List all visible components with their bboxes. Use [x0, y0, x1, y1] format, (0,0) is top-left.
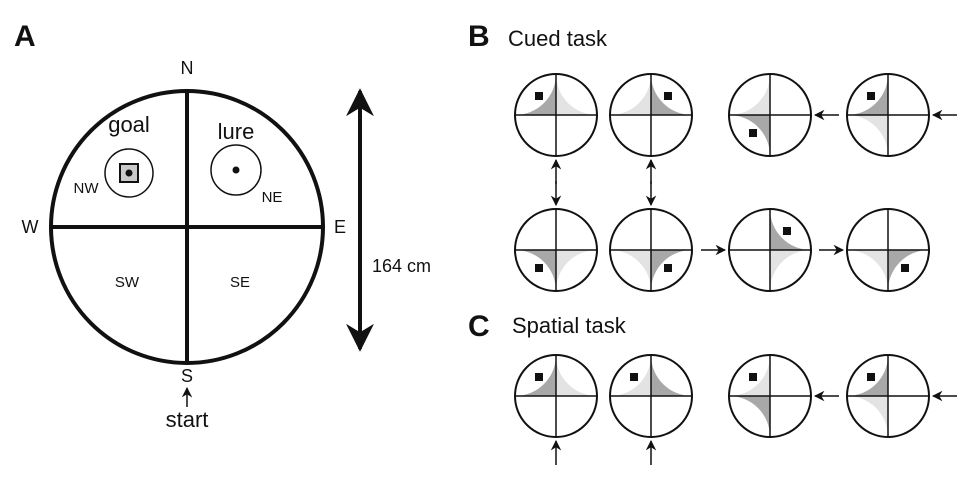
spatial-dial-outline [514, 354, 598, 438]
cued-dial-outline [609, 208, 693, 292]
cued-dial [701, 208, 812, 292]
panel-c-label: C [468, 310, 490, 343]
spatial-dial-outline [846, 354, 930, 438]
cued-light-quadrant [610, 250, 651, 291]
spatial-dial [846, 354, 957, 438]
panel-c-title: Spatial task [512, 313, 627, 338]
cued-dial-outline [728, 208, 812, 292]
cued-dark-quadrant [847, 74, 888, 115]
spatial-light-quadrant [729, 355, 770, 396]
cued-dial [609, 181, 693, 292]
spatial-platform-marker [749, 373, 757, 381]
cued-dial [728, 73, 839, 157]
spatial-dark-quadrant [729, 396, 770, 437]
quadrant-label-ne: NE [262, 189, 283, 206]
cued-dial-outline [514, 73, 598, 157]
spatial-task-dials [514, 354, 957, 465]
spatial-platform-marker [867, 373, 875, 381]
cued-platform-marker [535, 264, 543, 272]
cued-dark-quadrant [729, 115, 770, 156]
spatial-dial [609, 354, 693, 465]
spatial-platform-marker [535, 373, 543, 381]
cued-dial [846, 73, 957, 157]
cued-dial-outline [609, 73, 693, 157]
cued-light-quadrant [556, 250, 597, 291]
panel-b: B Cued task [468, 20, 957, 292]
cued-dark-quadrant [770, 209, 811, 250]
cued-platform-marker [867, 92, 875, 100]
spatial-dial-outline [609, 354, 693, 438]
goal-label: goal [108, 112, 150, 137]
quadrant-label-nw: NW [74, 180, 100, 197]
cued-platform-marker [783, 227, 791, 235]
cued-dark-quadrant [651, 74, 692, 115]
cued-dark-quadrant [515, 74, 556, 115]
goal-platform-icon [104, 148, 154, 198]
panel-b-label: B [468, 20, 490, 53]
spatial-light-quadrant [610, 355, 651, 396]
lure-platform-icon [210, 144, 262, 196]
spatial-light-quadrant [847, 396, 888, 437]
cued-light-quadrant [556, 74, 597, 115]
cued-platform-marker [535, 92, 543, 100]
cued-dark-quadrant [888, 250, 929, 291]
cued-dark-quadrant [651, 250, 692, 291]
direction-south: S [181, 366, 193, 386]
spatial-dark-quadrant [515, 355, 556, 396]
spatial-dial [728, 354, 839, 438]
lure-label: lure [218, 119, 255, 144]
cued-platform-marker [749, 129, 757, 137]
quadrant-label-se: SE [230, 274, 250, 291]
cued-dial-outline [846, 73, 930, 157]
direction-east: E [334, 217, 346, 237]
cued-task-dials [514, 73, 957, 292]
spatial-dark-quadrant [651, 355, 692, 396]
scale-distance-label: 164 cm [372, 256, 431, 276]
spatial-light-quadrant [556, 355, 597, 396]
panel-b-title: Cued task [508, 26, 608, 51]
cued-dial-outline [728, 73, 812, 157]
start-label: start [166, 407, 209, 432]
quadrant-label-sw: SW [115, 274, 140, 291]
cued-light-quadrant [847, 250, 888, 291]
cued-dial [514, 73, 598, 184]
spatial-platform-marker [630, 373, 638, 381]
cued-dial [514, 181, 598, 292]
cued-dial-outline [514, 208, 598, 292]
cued-dial-outline [846, 208, 930, 292]
cued-light-quadrant [847, 115, 888, 156]
panel-a: A N S E W NW NE SW SE goal lure start [14, 20, 431, 432]
cued-platform-marker [664, 92, 672, 100]
cued-dark-quadrant [515, 250, 556, 291]
cued-platform-marker [901, 264, 909, 272]
spatial-dark-quadrant [847, 355, 888, 396]
cued-light-quadrant [729, 74, 770, 115]
cued-light-quadrant [770, 250, 811, 291]
cued-dial [819, 208, 930, 292]
panel-c: C Spatial task [468, 310, 957, 465]
spatial-dial-outline [728, 354, 812, 438]
panel-a-label: A [14, 20, 36, 53]
spatial-dial [514, 354, 598, 465]
direction-north: N [181, 58, 194, 78]
cued-light-quadrant [610, 74, 651, 115]
cued-dial [609, 73, 693, 184]
direction-west: W [22, 217, 39, 237]
cued-platform-marker [664, 264, 672, 272]
